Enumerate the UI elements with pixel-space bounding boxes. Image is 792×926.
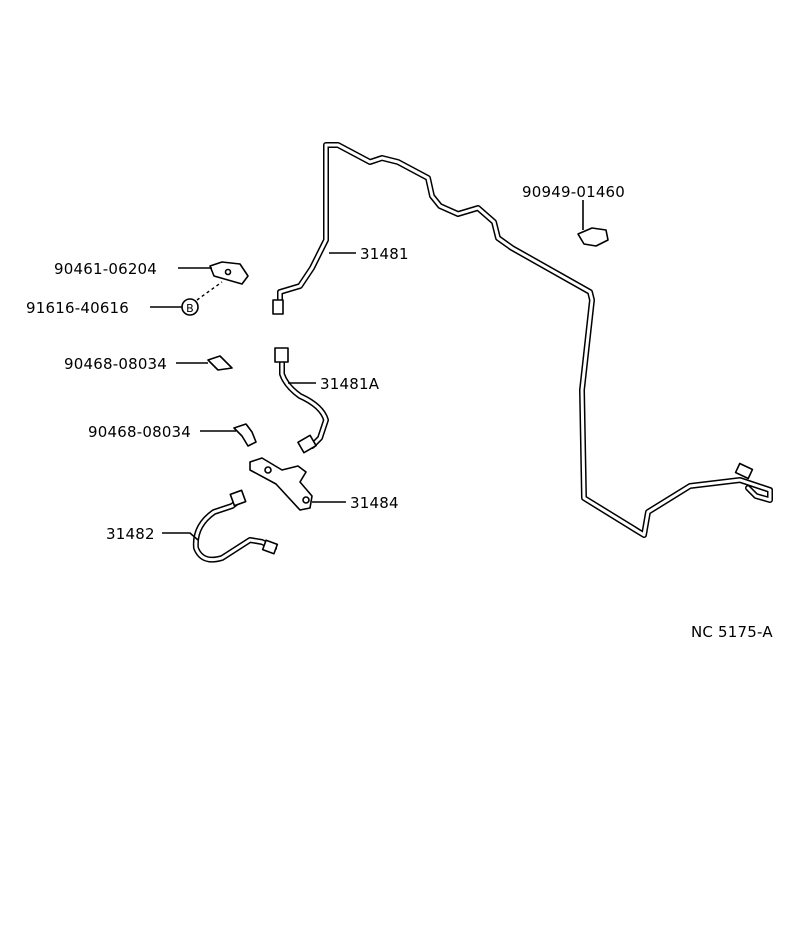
hose-fitting-bottom: [297, 434, 317, 454]
label-31481a: 31481A: [320, 375, 380, 393]
pipe-fitting-right: [734, 462, 754, 480]
hose-fitting-top: [274, 347, 289, 363]
clip-lower: [233, 423, 257, 447]
bracket-31484: [249, 457, 313, 511]
label-90461-06204: 90461-06204: [54, 260, 157, 278]
u-pipe-fitting-top: [229, 489, 247, 507]
pipe-31481: [272, 142, 773, 538]
bolt-marker-letter: B: [186, 302, 194, 315]
label-31481: 31481: [360, 245, 409, 263]
bolt-dashed-line: [196, 281, 223, 301]
figure-code: NC 5175-A: [691, 623, 773, 641]
hose-31481a: [274, 347, 329, 454]
label-31482: 31482: [106, 525, 155, 543]
pipe-fitting-left: [272, 299, 284, 315]
label-31484: 31484: [350, 494, 399, 512]
label-90949-01460: 90949-01460: [522, 183, 625, 201]
pipe-31482: [192, 489, 279, 563]
label-91616-40616: 91616-40616: [26, 299, 129, 317]
u-pipe-fitting-end: [261, 539, 279, 555]
clip-upper: [207, 355, 233, 371]
label-90468-08034-lower: 90468-08034: [88, 423, 191, 441]
label-90468-08034-upper: 90468-08034: [64, 355, 167, 373]
leader-p9: [162, 532, 199, 541]
clamp-90949: [577, 227, 609, 247]
